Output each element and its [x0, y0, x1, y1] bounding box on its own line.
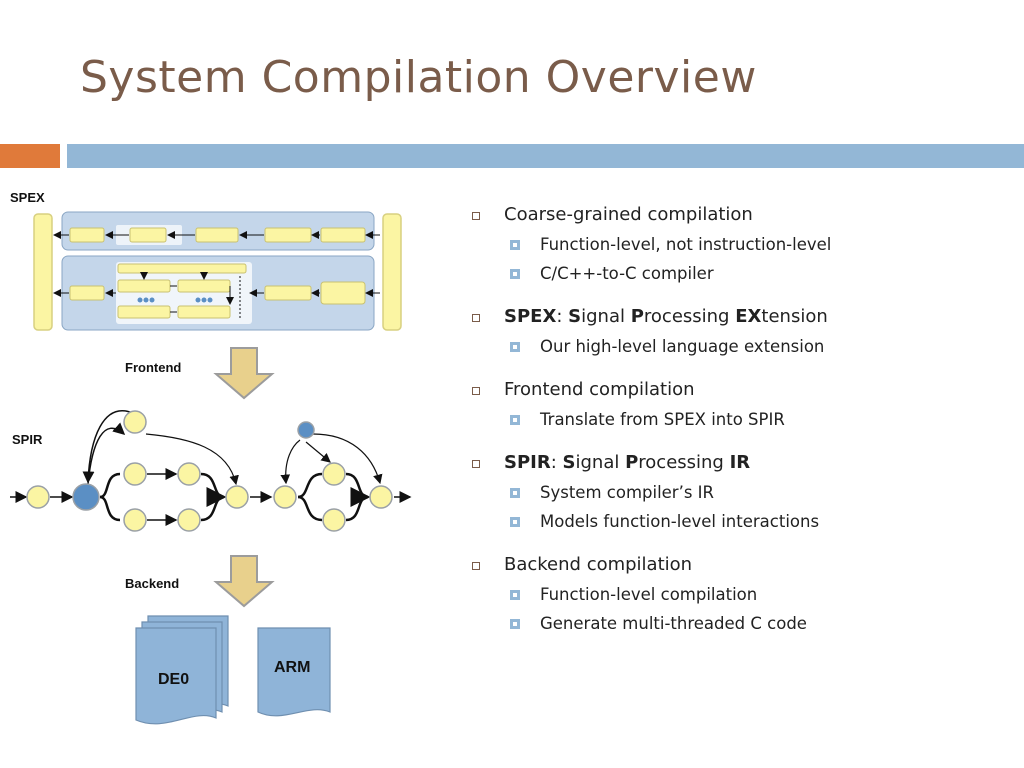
- sub-bullet: Function-level compilation: [470, 585, 1010, 605]
- sub-bullet-text: Our high-level language extension: [540, 337, 825, 356]
- bullet-text: Frontend compilation: [504, 379, 695, 400]
- bullet-text: Coarse-grained compilation: [504, 204, 753, 225]
- bullet-coarse-grained: Coarse-grained compilation: [470, 204, 1010, 226]
- bullet-text: ignal: [581, 306, 631, 327]
- bullet-text: :: [556, 306, 569, 327]
- bullet-text-bold: S: [562, 452, 576, 473]
- bullet-text-bold: P: [630, 306, 644, 327]
- bullet-text: Backend compilation: [504, 554, 693, 575]
- bullet-text-bold: EX: [735, 306, 762, 327]
- spir-label: SPIR: [12, 432, 43, 447]
- accent-bar-orange: [0, 144, 60, 168]
- backend-label: Backend: [125, 576, 179, 591]
- spex-block: [33, 211, 402, 331]
- sub-bullet: Translate from SPEX into SPIR: [470, 410, 1010, 430]
- sub-bullet: Our high-level language extension: [470, 337, 1010, 357]
- bullet-text-bold: S: [568, 306, 582, 327]
- sub-bullet-text: Function-level compilation: [540, 585, 758, 604]
- square-bullet-icon: [510, 488, 520, 498]
- sub-bullet: Function-level, not instruction-level: [470, 235, 1010, 255]
- accent-bar-blue: [67, 144, 1024, 168]
- spir-graph: [10, 410, 412, 526]
- sub-bullet-text: Function-level, not instruction-level: [540, 235, 832, 254]
- slide-title: System Compilation Overview: [80, 52, 757, 103]
- sub-bullet-text: Translate from SPEX into SPIR: [540, 410, 785, 429]
- sub-bullet: Models function-level interactions: [470, 512, 1010, 532]
- compilation-diagram: SPEX: [0, 176, 440, 768]
- sub-bullet-text: Models function-level interactions: [540, 512, 820, 531]
- arm-label: ARM: [274, 659, 310, 676]
- bullet-list: Coarse-grained compilation Function-leve…: [470, 204, 1010, 634]
- arm-document-icon: [257, 627, 331, 717]
- square-bullet-icon: [472, 460, 480, 468]
- bullet-backend: Backend compilation: [470, 554, 1010, 576]
- square-bullet-icon: [510, 240, 520, 250]
- bullet-frontend: Frontend compilation: [470, 379, 1010, 401]
- frontend-label: Frontend: [125, 360, 181, 375]
- spex-label: SPEX: [10, 190, 45, 205]
- bullet-text-bold: SPEX: [504, 306, 557, 327]
- square-bullet-icon: [472, 562, 480, 570]
- de0-label: DE0: [158, 671, 189, 688]
- square-bullet-icon: [472, 212, 480, 220]
- bullet-text: :: [550, 452, 563, 473]
- bullet-text: tension: [761, 306, 828, 327]
- bullet-text-bold: IR: [729, 452, 751, 473]
- bullet-text-bold: P: [625, 452, 639, 473]
- bullet-text: rocessing: [643, 306, 736, 327]
- square-bullet-icon: [472, 314, 480, 322]
- sub-bullet: Generate multi-threaded C code: [470, 614, 1010, 634]
- bullet-text-bold: SPIR: [504, 452, 551, 473]
- spir-nodes: [26, 410, 393, 532]
- de0-document-stack-icon: [135, 615, 229, 725]
- square-bullet-icon: [510, 517, 520, 527]
- sub-bullet-text: C/C++-to-C compiler: [540, 264, 714, 283]
- square-bullet-icon: [472, 387, 480, 395]
- sub-bullet: C/C++-to-C compiler: [470, 264, 1010, 284]
- bullet-text: rocessing: [638, 452, 730, 473]
- square-bullet-icon: [510, 269, 520, 279]
- square-bullet-icon: [510, 342, 520, 352]
- sub-bullet-text: Generate multi-threaded C code: [540, 614, 807, 633]
- sub-bullet: System compiler’s IR: [470, 483, 1010, 503]
- bullet-text: ignal: [575, 452, 626, 473]
- square-bullet-icon: [510, 415, 520, 425]
- bullet-spex: SPEX: Signal Processing EXtension: [470, 306, 1010, 328]
- bullet-spir: SPIR: Signal Processing IR: [470, 452, 1010, 474]
- sub-bullet-text: System compiler’s IR: [540, 483, 715, 502]
- square-bullet-icon: [510, 590, 520, 600]
- square-bullet-icon: [510, 619, 520, 629]
- frontend-arrow-icon: [213, 347, 275, 400]
- backend-arrow-icon: [213, 555, 275, 608]
